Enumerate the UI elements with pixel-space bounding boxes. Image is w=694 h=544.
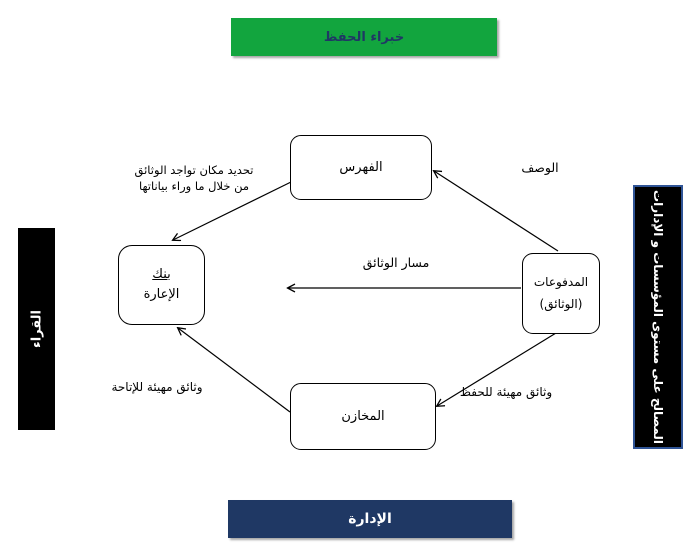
banner-departments-label: المصالح على مستوى المؤسسات و الإدارات bbox=[651, 190, 665, 444]
edge-label-prepared-for-preservation: وثائق مهيئة للحفظ bbox=[459, 385, 553, 399]
node-payments-line1: المدفوعات bbox=[533, 274, 589, 289]
arrow-prepared-for-access bbox=[178, 328, 291, 413]
node-index: الفهرس bbox=[290, 135, 432, 200]
node-stores: المخازن bbox=[290, 383, 436, 450]
node-payments-line2: (الوثائق) bbox=[539, 296, 583, 311]
edge-label-documents-path: مسار الوثائق bbox=[362, 255, 430, 270]
banner-readers: القراء bbox=[18, 228, 55, 430]
edge-label-locate-line2: من خلال ما وراء بياناتها bbox=[138, 178, 250, 193]
banner-preservation-experts: خبراء الحفظ bbox=[231, 18, 497, 56]
node-lending-bank: بنك الإعارة bbox=[118, 245, 205, 325]
node-index-label: الفهرس bbox=[339, 160, 383, 175]
edge-label-locate-documents: تحديد مكان تواجد الوثائق من خلال ما وراء… bbox=[118, 163, 270, 194]
banner-departments: المصالح على مستوى المؤسسات و الإدارات bbox=[633, 185, 683, 449]
banner-readers-label: القراء bbox=[29, 310, 44, 348]
node-lending-bank-line2: الإعارة bbox=[143, 287, 180, 302]
arrow-description bbox=[434, 171, 559, 252]
node-payments-documents: المدفوعات (الوثائق) bbox=[522, 253, 600, 334]
node-lending-bank-line1: بنك bbox=[152, 266, 171, 282]
edge-label-prepared-for-access: وثائق مهيئة للإتاحة bbox=[111, 380, 203, 394]
edge-label-locate-line1: تحديد مكان تواجد الوثائق bbox=[134, 163, 254, 177]
banner-preservation-experts-label: خبراء الحفظ bbox=[323, 29, 405, 45]
banner-administration-label: الإدارة bbox=[348, 511, 392, 527]
node-stores-label: المخازن bbox=[341, 409, 385, 424]
edge-label-description: الوصف bbox=[521, 160, 559, 175]
banner-administration: الإدارة bbox=[228, 500, 512, 538]
